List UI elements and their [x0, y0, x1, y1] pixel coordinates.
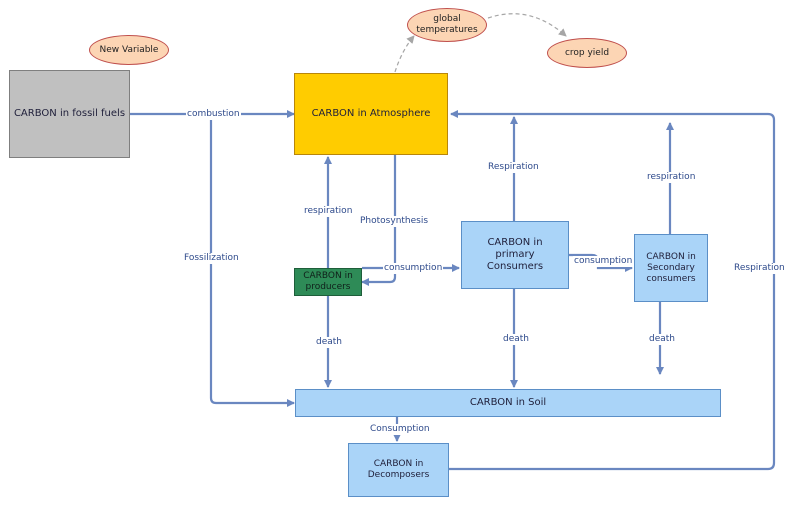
- edge-global-temperatures-to-crop-yield: [487, 13, 567, 37]
- decomposers-node[interactable]: CARBON in Decomposers: [348, 443, 449, 497]
- edge-atmosphere-to-global-temperatures: [394, 35, 415, 73]
- label-consumption-soil: Consumption: [369, 424, 431, 435]
- secondary-consumers-node[interactable]: CARBON in Secondary consumers: [634, 234, 708, 302]
- edge-photosynthesis: [361, 155, 397, 286]
- label-death-producers: death: [315, 337, 343, 348]
- label-combustion: combustion: [186, 109, 241, 120]
- fossil-fuels-node[interactable]: CARBON in fossil fuels: [9, 70, 130, 158]
- label-fossilization: Fossilization: [183, 253, 240, 264]
- global-temperatures-oval[interactable]: global temperatures: [407, 8, 487, 42]
- atmosphere-node[interactable]: CARBON in Atmosphere: [294, 73, 448, 155]
- label-death-primary: death: [502, 334, 530, 345]
- label-respiration-producers: respiration: [303, 206, 354, 217]
- label-photosynthesis: Photosynthesis: [359, 216, 430, 227]
- edge-fossilization: [209, 114, 295, 407]
- edge-respiration-decomposers: [449, 110, 776, 471]
- soil-node[interactable]: CARBON in Soil: [295, 389, 721, 417]
- new-variable-oval[interactable]: New Variable: [89, 35, 169, 65]
- primary-consumers-node[interactable]: CARBON in primary Consumers: [461, 221, 569, 289]
- label-respiration-primary: Respiration: [487, 162, 540, 173]
- label-death-secondary: death: [648, 334, 676, 345]
- label-consumption-producers: consumption: [383, 263, 444, 274]
- label-consumption-primary: consumption: [573, 256, 634, 267]
- producers-node[interactable]: CARBON in producers: [294, 268, 362, 296]
- crop-yield-oval[interactable]: crop yield: [547, 38, 627, 68]
- label-respiration-decomposers: Respiration: [733, 263, 786, 274]
- label-respiration-secondary: respiration: [646, 172, 697, 183]
